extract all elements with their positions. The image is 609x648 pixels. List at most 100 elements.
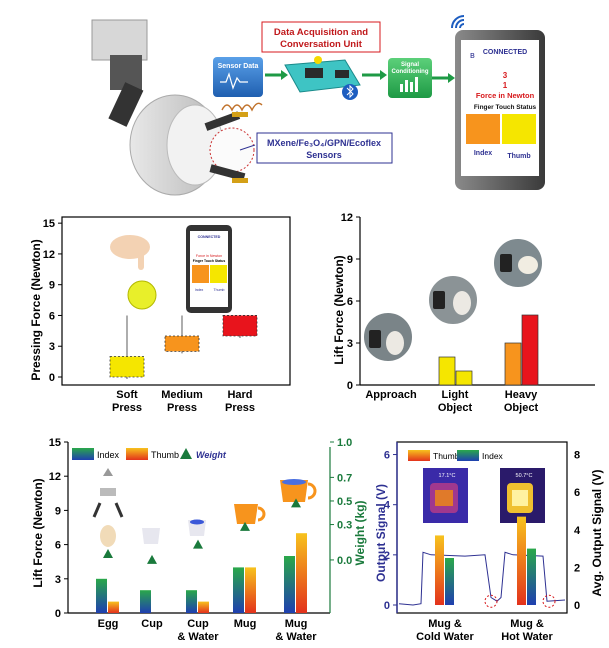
- bar: [521, 314, 539, 386]
- x-tick-label: Hard: [227, 389, 252, 401]
- phone-index-label: Index: [474, 150, 492, 157]
- x-tick-label: & Water: [275, 631, 317, 643]
- legend-index: Index: [482, 451, 504, 461]
- y-tick-label: 3: [49, 341, 55, 353]
- bar-index: [284, 556, 295, 613]
- bar-index: [527, 548, 536, 605]
- bar-thumb: [296, 533, 307, 613]
- y-tick-label: 15: [43, 218, 55, 230]
- phone-force-label: Force in Newton: [476, 91, 535, 100]
- y2-tick-label: 6: [574, 487, 580, 499]
- x-tick-label: Mug: [234, 618, 257, 630]
- sensors-label-box: [256, 132, 393, 164]
- temp-cold: 17.1°C: [439, 473, 456, 479]
- x-tick-label: Light: [442, 389, 469, 401]
- bar: [455, 370, 473, 386]
- y2-tick-label: 4: [574, 525, 581, 537]
- object-illustrations: [92, 468, 317, 547]
- box-1: [164, 335, 200, 352]
- bar-index: [233, 567, 244, 613]
- y2-tick-label: 0.0: [337, 555, 352, 567]
- y-axis-label: Output Signal (V): [375, 484, 388, 582]
- x-tick-label: Press: [167, 402, 197, 414]
- weight-marker: [291, 498, 301, 508]
- y-tick-label: 3: [347, 338, 353, 350]
- small-phone-connected: CONNECTED: [198, 235, 221, 239]
- small-phone-thumb: Thumb: [214, 288, 225, 292]
- y-tick-label: 6: [55, 540, 61, 552]
- bar-thumb: [198, 601, 209, 613]
- bar-chart-icon: [400, 77, 418, 92]
- weight-marker: [193, 539, 203, 549]
- marker-circle: [542, 594, 556, 608]
- x-tick-label: Egg: [98, 618, 119, 630]
- signal-cond-line1: Signal: [401, 62, 419, 68]
- y-tick-label: 12: [341, 212, 353, 224]
- y-tick-label: 12: [43, 249, 55, 261]
- y2-tick-label: 0: [574, 600, 580, 612]
- x-tick-label: Approach: [365, 389, 417, 401]
- x-tick-label: Hot Water: [501, 631, 553, 643]
- bar-index: [445, 557, 454, 605]
- lift-force-weight-chart: Lift Force (Newton) Weight (kg) Index Th…: [31, 437, 367, 643]
- y-tick-label: 9: [347, 254, 353, 266]
- legend: Index Thumb Weight: [72, 448, 227, 460]
- y-tick-label: 15: [49, 437, 61, 449]
- phone-bluetooth-icon: ʙ: [470, 50, 475, 60]
- x-tick-label: Mug &: [510, 618, 544, 630]
- phone-thumb-label: Thumb: [507, 153, 530, 160]
- phone-status-label: Finger Touch Status: [474, 104, 537, 111]
- x-tick-label: Heavy: [505, 389, 538, 401]
- x-tick-label: & Water: [177, 631, 219, 643]
- bar-thumb: [245, 567, 256, 613]
- x-tick-label: Cup: [187, 618, 209, 630]
- weight-triangle-icon: [180, 448, 192, 459]
- y-axis-label: Lift Force (Newton): [31, 478, 45, 587]
- legend: Thumb Index: [408, 450, 504, 461]
- x-tick-label: Cup: [141, 618, 163, 630]
- sensors-label-line1: MXene/Fe₃O₄/GPN/Ecoflex: [267, 138, 381, 148]
- small-phone-illustration: CONNECTED Force in Newton Finger Touch S…: [186, 225, 232, 313]
- x-tick-label: Mug: [285, 618, 308, 630]
- phone-value2: 1: [503, 81, 508, 90]
- sensor-data-label: Sensor Data: [218, 63, 259, 70]
- top-illustration: Data Acquisition and Conversation Unit S…: [91, 15, 545, 196]
- y-tick-label: 0: [55, 608, 61, 620]
- weight-marker: [103, 549, 113, 559]
- small-phone-status: Finger Touch Status: [193, 259, 226, 263]
- x-tick-label: Soft: [116, 389, 138, 401]
- small-phone-index: Index: [195, 288, 204, 292]
- wifi-icon: [451, 15, 465, 29]
- bar-index: [96, 578, 107, 613]
- bar-index: [140, 590, 151, 613]
- small-phone-force: Force in Newton: [196, 254, 222, 258]
- y2-tick-label: 0.3: [337, 520, 352, 532]
- waveform-icon: [220, 72, 248, 90]
- pressing-force-chart: Pressing Force (Newton) CONNECTED Force …: [29, 216, 291, 414]
- signal-trace: [398, 551, 566, 606]
- y-tick-label: 2: [384, 550, 390, 562]
- y2-tick-label: 1.0: [337, 437, 352, 449]
- y-tick-label: 6: [347, 296, 353, 308]
- x-tick-label: Object: [438, 402, 473, 414]
- y2-tick-label: 0.7: [337, 472, 352, 484]
- y2-axis-label: Weight (kg): [353, 500, 367, 565]
- phone-connected-label: CONNECTED: [483, 49, 527, 56]
- output-signal-chart: Output Signal (V) Avg. Output Signal (V)…: [375, 441, 604, 643]
- y-tick-label: 9: [49, 280, 55, 292]
- weight-marker: [240, 521, 250, 531]
- bar: [438, 356, 456, 386]
- thermal-images: 17.1°C 50.7°C: [423, 468, 545, 523]
- y-tick-label: 4: [384, 500, 391, 512]
- bar: [504, 342, 522, 386]
- plot-frame: [396, 441, 568, 614]
- y-tick-label: 6: [49, 310, 55, 322]
- y-axis-label: Pressing Force (Newton): [29, 239, 43, 380]
- sensors-label-line2: Sensors: [306, 150, 342, 160]
- y-tick-label: 9: [55, 505, 61, 517]
- bar-thumb: [517, 516, 526, 605]
- x-tick-label: Mug &: [428, 618, 462, 630]
- hand-ball-illustration: [110, 235, 157, 310]
- y-tick-label: 3: [55, 574, 61, 586]
- weight-marker: [147, 554, 157, 564]
